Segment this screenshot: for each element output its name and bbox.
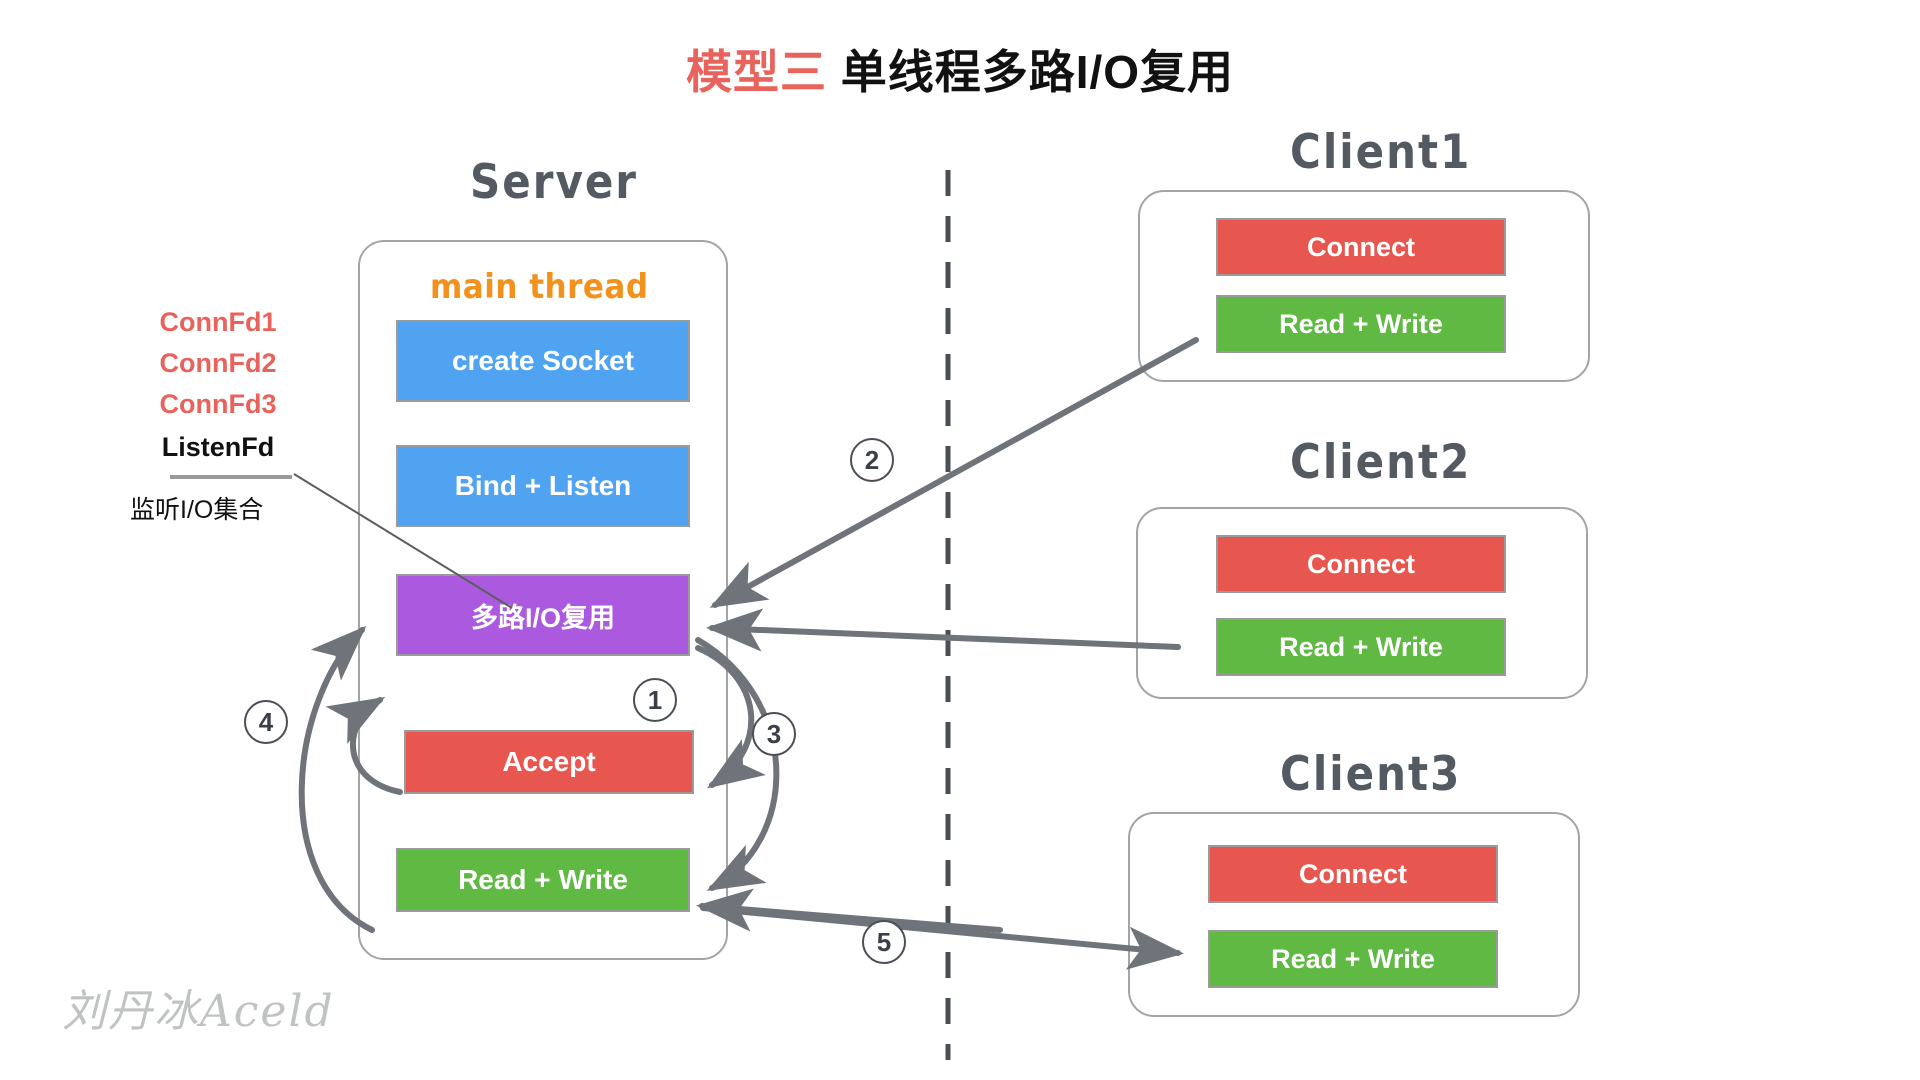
fd-legend-connfd1: ConnFd1 [159, 307, 277, 337]
fd-legend-connfd3: ConnFd3 [159, 389, 277, 419]
server-client-divider [945, 170, 951, 1060]
client-action-label: Connect [1307, 231, 1415, 262]
step-marker-5: 5 [862, 920, 906, 964]
step-marker-3: 3 [752, 712, 796, 756]
client-action-label: Connect [1299, 858, 1407, 889]
main-thread-label: main thread [430, 267, 649, 307]
client3-caption: Client3 [1280, 746, 1462, 801]
server-step-bind-listen[interactable]: Bind + Listen [396, 445, 690, 527]
server-step-read-write[interactable]: Read + Write [396, 848, 690, 912]
server-step-label: create Socket [451, 345, 635, 376]
client2-action-connect[interactable]: Connect [1216, 535, 1506, 593]
server-step-create-socket[interactable]: create Socket [396, 320, 690, 402]
server-step-label: Bind + Listen [454, 470, 632, 501]
client3-action-connect[interactable]: Connect [1208, 845, 1498, 903]
server-step-label: 多路I/O复用 [470, 602, 615, 633]
server-step-label: Accept [502, 746, 596, 777]
step-marker-2: 2 [850, 438, 894, 482]
client1-caption: Client1 [1290, 124, 1472, 179]
server-step-accept[interactable]: Accept [404, 730, 694, 794]
client1-action-connect[interactable]: Connect [1216, 218, 1506, 276]
step-marker-4: 4 [244, 700, 288, 744]
step-marker-1: 1 [633, 678, 677, 722]
fd-legend-caption: 监听I/O集合 [130, 496, 264, 524]
client1-action-read-write[interactable]: Read + Write [1216, 295, 1506, 353]
client3-action-read-write[interactable]: Read + Write [1208, 930, 1498, 988]
client-action-label: Read + Write [1271, 943, 1435, 974]
client2-caption: Client2 [1290, 434, 1472, 489]
client-action-label: Read + Write [1279, 631, 1443, 662]
fd-legend-divider [170, 475, 292, 479]
server-step-io-multiplexing[interactable]: 多路I/O复用 [396, 574, 690, 656]
client-action-label: Connect [1307, 548, 1415, 579]
title-rest: 单线程多路I/O复用 [826, 46, 1235, 98]
client2-action-read-write[interactable]: Read + Write [1216, 618, 1506, 676]
author-watermark: 刘丹冰Aceld [62, 986, 335, 1037]
client-action-label: Read + Write [1279, 308, 1443, 339]
fd-legend-listenfd: ListenFd [161, 432, 275, 462]
page-title: 模型三 单线程多路I/O复用 [0, 36, 1920, 102]
fd-legend-connfd2: ConnFd2 [159, 348, 277, 378]
server-caption: Server [470, 154, 639, 209]
server-step-label: Read + Write [458, 864, 628, 895]
title-highlight: 模型三 [685, 46, 827, 98]
fd-legend-callout-line [293, 473, 513, 609]
